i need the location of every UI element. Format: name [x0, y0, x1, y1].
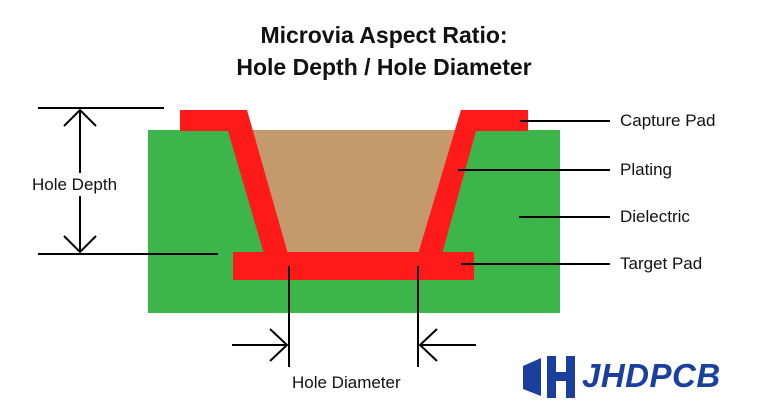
- diagram-title-line2: Hole Depth / Hole Diameter: [236, 54, 532, 80]
- target-pad: [233, 252, 474, 280]
- label-hole-diameter: Hole Diameter: [292, 373, 401, 392]
- label-target-pad: Target Pad: [620, 254, 703, 273]
- label-capture-pad: Capture Pad: [620, 111, 716, 130]
- label-plating: Plating: [620, 160, 672, 179]
- capture-pad-right: [418, 110, 528, 254]
- hole-diameter-dimension: [232, 266, 476, 367]
- label-hole-depth: Hole Depth: [30, 175, 120, 195]
- via-hole-fill: [248, 130, 457, 253]
- capture-pad-left: [180, 110, 288, 254]
- jhdpcb-logo-icon: [523, 356, 575, 398]
- brand-logo: JHDPCB: [518, 356, 721, 396]
- diagram-title-line1: Microvia Aspect Ratio:: [260, 22, 508, 48]
- label-dielectric: Dielectric: [620, 207, 690, 226]
- callout-leader-lines: [458, 120, 610, 265]
- hole-depth-dimension: [38, 107, 218, 255]
- brand-name: JHDPCB: [582, 357, 721, 394]
